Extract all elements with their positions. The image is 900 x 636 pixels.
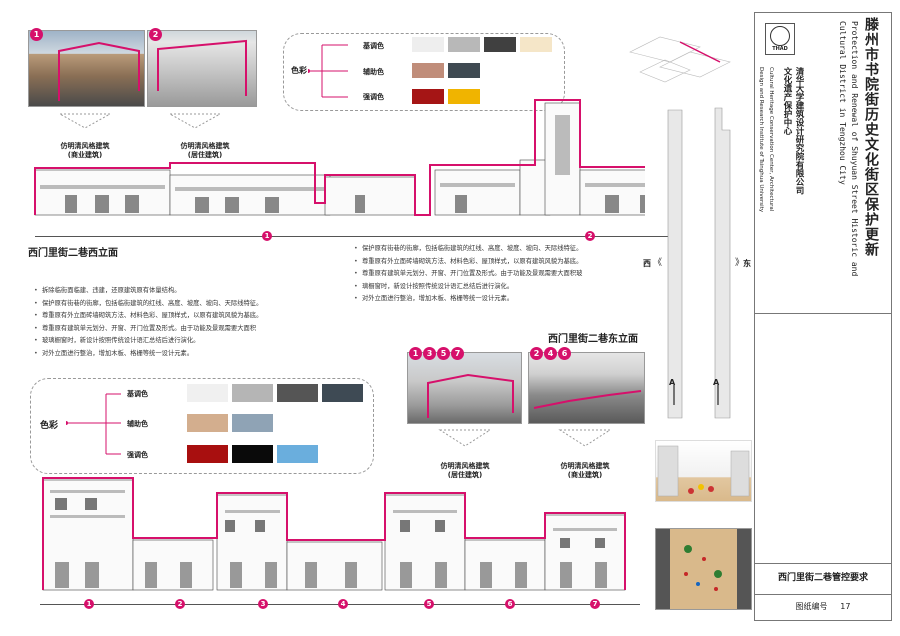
west-dim-2 — [430, 236, 675, 237]
section-cut-a-left: A — [669, 378, 676, 387]
photo-residential-east — [407, 352, 522, 424]
color-swatch — [322, 384, 363, 402]
palette-bottom-title: 色彩 — [40, 421, 59, 431]
west-elevation-title: 西门里街二巷西立面 — [28, 248, 118, 259]
color-swatch — [187, 384, 228, 402]
color-swatch — [277, 384, 318, 402]
org-name-1: 清华大学建筑设计研究院有限公司 — [794, 67, 804, 195]
street-perspective — [655, 440, 752, 502]
sheet-title-box: 西门里街二巷管控要求 — [754, 562, 892, 595]
palette-bottom-row-base: 基调色 — [127, 390, 148, 398]
color-swatch — [412, 89, 444, 104]
photo-commercial-east — [528, 352, 645, 424]
palette-top-row-aux: 辅助色 — [363, 68, 384, 76]
title-block: THAD 滕州市书院街历史文化街区保护更新 Protection and Ren… — [754, 12, 892, 564]
east-segment-4: 4 — [338, 599, 348, 609]
west-dim-1 — [35, 236, 430, 237]
color-swatch — [187, 414, 228, 432]
color-swatch — [232, 384, 273, 402]
label-commercial: 仿明清风格建筑(商业建筑) — [60, 142, 110, 159]
section-west: 西 — [643, 259, 651, 268]
east-segment-6: 6 — [505, 599, 515, 609]
org-en-2: Design and Research Institute of Tsinghu… — [758, 67, 764, 213]
color-swatch — [520, 37, 552, 52]
east-elevation-title: 西门里街二巷东立面 — [548, 334, 638, 345]
photo-badge-2: 2 — [149, 28, 162, 41]
west-segment-2: 2 — [585, 231, 595, 241]
section-east-mark: 》 — [735, 258, 745, 268]
photo-residential-building — [147, 30, 257, 107]
color-swatch — [448, 37, 480, 52]
color-palette-bottom — [30, 378, 374, 474]
section-cut-a-right: A — [713, 378, 720, 387]
sheet-number-box: 图纸编号 17 — [754, 594, 892, 621]
label-residential-east: 仿明清风格建筑(居住建筑) — [440, 462, 490, 479]
west-elevation-drawing — [34, 99, 645, 216]
color-swatch — [187, 445, 228, 463]
east-segment-1: 1 — [84, 599, 94, 609]
isometric-keymap — [620, 22, 750, 92]
section-west-mark: 《 — [653, 258, 663, 268]
east-segment-3: 3 — [258, 599, 268, 609]
right-bullets: 保护原有街巷的街廓，包括临街建筑的红线、高度、坡度、坡向、天际线特征。 尊重原有… — [352, 243, 662, 306]
palette-bottom-row-aux: 辅助色 — [127, 420, 148, 428]
east-segment-7: 7 — [590, 599, 600, 609]
color-swatch — [412, 37, 444, 52]
color-swatch — [232, 414, 273, 432]
color-swatch — [277, 445, 318, 463]
label-residential: 仿明清风格建筑(居住建筑) — [180, 142, 230, 159]
color-swatch — [448, 63, 480, 78]
color-swatch — [448, 89, 480, 104]
east-segment-5: 5 — [424, 599, 434, 609]
color-swatch — [484, 37, 516, 52]
street-section — [667, 107, 731, 419]
west-segment-1: 1 — [262, 231, 272, 241]
sheet-main-title: 滕州市书院街历史文化街区保护更新 — [863, 17, 879, 257]
palette-bottom-row-accent: 强调色 — [127, 451, 148, 459]
color-swatch — [232, 445, 273, 463]
logo: THAD — [765, 23, 795, 55]
sheet-en-title-2: Cultural District in Tengzhou City — [838, 21, 847, 185]
sheet-en-title-1: Protection and Renewal of Shuyuan Street… — [850, 21, 859, 277]
org-name-2: 文化遗产保护中心 — [782, 67, 792, 135]
palette-top-title: 色彩 — [291, 66, 307, 75]
palette-top-row-accent: 强调色 — [363, 93, 384, 101]
color-palette-top — [283, 33, 565, 111]
palette-top-row-base: 基调色 — [363, 42, 384, 50]
org-en-1: Cultural Heritage Conservation Center, A… — [768, 67, 774, 212]
street-plan — [655, 528, 752, 610]
color-swatch — [412, 63, 444, 78]
arrow-guides — [58, 113, 222, 129]
section-east: 东 — [743, 259, 751, 268]
photo-commercial-building — [28, 30, 145, 107]
west-bullets: 拆除临街面临建、违建，还原建筑原有体量结构。 保护原有街巷的街廓，包括临街建筑的… — [32, 285, 362, 361]
label-commercial-east: 仿明清风格建筑(商业建筑) — [560, 462, 610, 479]
east-segment-2: 2 — [175, 599, 185, 609]
east-elevation-drawing — [42, 477, 626, 591]
photo-badge-1: 1 — [30, 28, 43, 41]
